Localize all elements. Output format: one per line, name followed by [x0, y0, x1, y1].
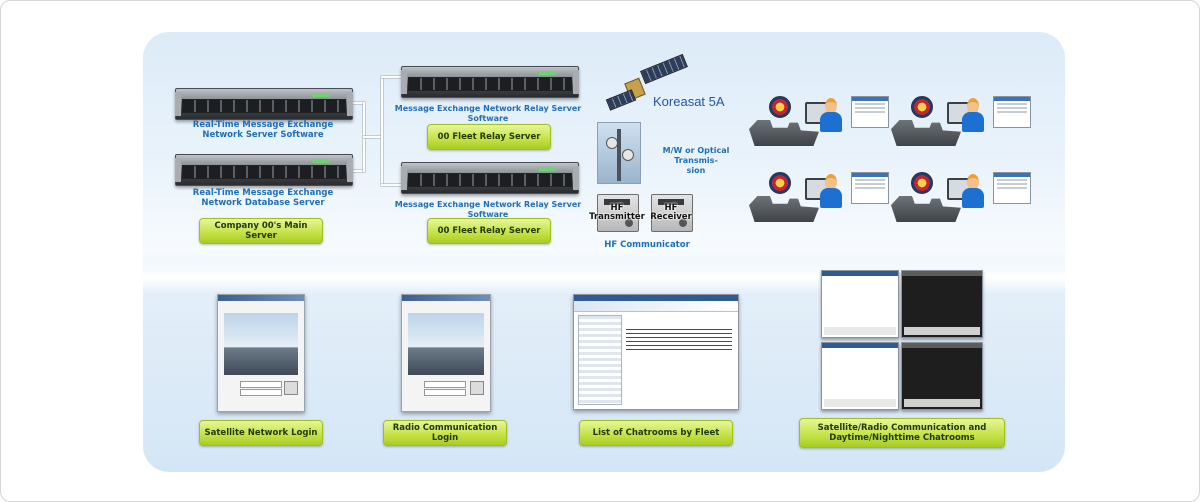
relay-software-label-2: Message Exchange Network Relay Server So… [394, 200, 582, 219]
chatroom-screenshot [821, 270, 899, 338]
connector-line [349, 170, 363, 172]
ship-group [891, 168, 1039, 228]
chatroom-screenshot [901, 270, 983, 338]
ship-group [891, 92, 1039, 152]
transmission-tower-icon [597, 122, 641, 184]
hf-receiver-icon [651, 194, 693, 232]
chat-window-icon [993, 96, 1031, 128]
radio-communication-login-badge: Radio Communication Login [383, 420, 507, 446]
fleet-relay-server-badge-1: 00 Fleet Relay Server [427, 124, 551, 150]
company-main-server-badge: Company 00's Main Server [199, 218, 323, 244]
main-network-server [175, 88, 353, 120]
chat-window-icon [851, 172, 889, 204]
connector-line [349, 102, 363, 104]
chatroom-list-screenshot [573, 294, 739, 410]
navy-emblem-icon [769, 96, 791, 118]
connector-line [381, 184, 401, 186]
connector-line [381, 76, 383, 186]
hf-receiver-label: HF Receiver [650, 203, 692, 222]
operator-icon [961, 174, 985, 208]
transmission-label: M/W or Optical Transmis- sion [662, 146, 730, 175]
chatroom-list-badge: List of Chatrooms by Fleet [579, 420, 733, 446]
radio-login-screenshot [401, 294, 491, 412]
hf-communicator-label: HF Communicator [604, 240, 690, 250]
chatrooms-badge: Satellite/Radio Communication and Daytim… [799, 418, 1005, 448]
satellite-network-login-badge: Satellite Network Login [199, 420, 323, 446]
fleet-relay-server-1 [401, 66, 579, 98]
ship-group [749, 92, 897, 152]
navy-emblem-icon [769, 172, 791, 194]
database-server [175, 154, 353, 186]
connector-line [381, 76, 401, 78]
satellite-name: Koreasat 5A [653, 94, 725, 109]
navy-emblem-icon [911, 96, 933, 118]
hf-transmitter-icon [597, 194, 639, 232]
operator-icon [819, 174, 843, 208]
relay-software-label-1: Message Exchange Network Relay Server So… [394, 104, 582, 123]
operator-icon [819, 98, 843, 132]
hf-transmitter-label: HF Transmitter [589, 203, 645, 222]
ship-group [749, 168, 897, 228]
fleet-relay-server-2 [401, 162, 579, 194]
main-server-software-label: Real-Time Message Exchange Network Serve… [192, 120, 334, 140]
chat-window-icon [993, 172, 1031, 204]
operator-icon [961, 98, 985, 132]
database-server-label: Real-Time Message Exchange Network Datab… [192, 188, 334, 208]
satellite-login-screenshot [217, 294, 305, 412]
diagram-panel: Real-Time Message Exchange Network Serve… [143, 32, 1065, 472]
navy-emblem-icon [911, 172, 933, 194]
fleet-relay-server-badge-2: 00 Fleet Relay Server [427, 218, 551, 244]
chatroom-screenshot [901, 342, 983, 410]
connector-line [363, 136, 381, 138]
chat-window-icon [851, 96, 889, 128]
chatroom-screenshot [821, 342, 899, 410]
